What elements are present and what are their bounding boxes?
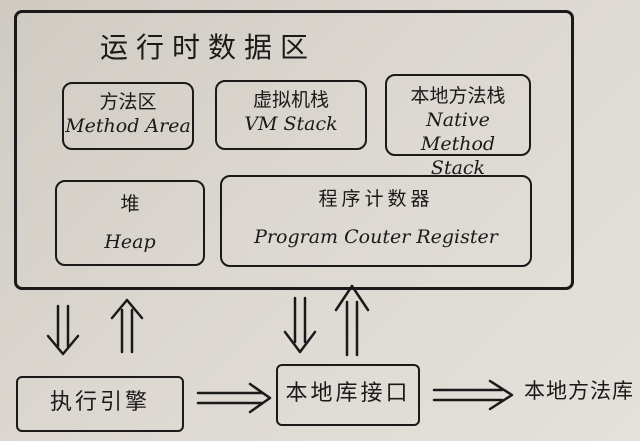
native-method-stack-en-label-line1: Native Method xyxy=(420,109,496,155)
vm-stack-zh-label: 虚拟机栈 xyxy=(252,89,329,111)
native-method-stack-box: 本地方法栈 Native Method Stack xyxy=(385,74,531,179)
execution-engine-label: 执行引擎 xyxy=(49,390,150,415)
native-method-stack-en-label-line2: Stack xyxy=(430,157,486,179)
method-area-zh-label: 方法区 xyxy=(99,91,157,113)
arrow-runtime-to-interface xyxy=(283,296,317,354)
arrow-engine-to-interface xyxy=(196,382,272,414)
heap-en-label: Heap xyxy=(104,231,156,253)
heap-box: 堆 Heap xyxy=(55,180,205,266)
arrow-interface-to-runtime xyxy=(334,284,370,357)
arrow-engine-to-runtime xyxy=(110,298,144,354)
runtime-data-area xyxy=(14,10,574,290)
arrow-runtime-to-engine xyxy=(46,304,80,356)
pc-register-en-label: Program Couter Register xyxy=(254,226,498,248)
vm-stack-en-label: VM Stack xyxy=(244,113,338,135)
pc-register-box: 程序计数器 Program Couter Register xyxy=(220,175,532,267)
execution-engine-box: 执行引擎 xyxy=(16,376,184,432)
pc-register-zh-label: 程序计数器 xyxy=(318,188,434,210)
native-method-stack-zh-label: 本地方法栈 xyxy=(410,85,506,107)
arrow-interface-to-library xyxy=(432,379,514,411)
method-area-box: 方法区 Method Area xyxy=(62,82,194,150)
native-interface-label: 本地库接口 xyxy=(285,381,411,406)
native-interface-box: 本地库接口 xyxy=(276,364,420,426)
method-area-en-label: Method Area xyxy=(65,115,191,137)
native-library-label: 本地方法库 xyxy=(524,379,634,403)
heap-zh-label: 堆 xyxy=(120,193,140,215)
runtime-data-area-title: 运行时数据区 xyxy=(100,31,317,64)
vm-stack-box: 虚拟机栈 VM Stack xyxy=(215,80,367,150)
